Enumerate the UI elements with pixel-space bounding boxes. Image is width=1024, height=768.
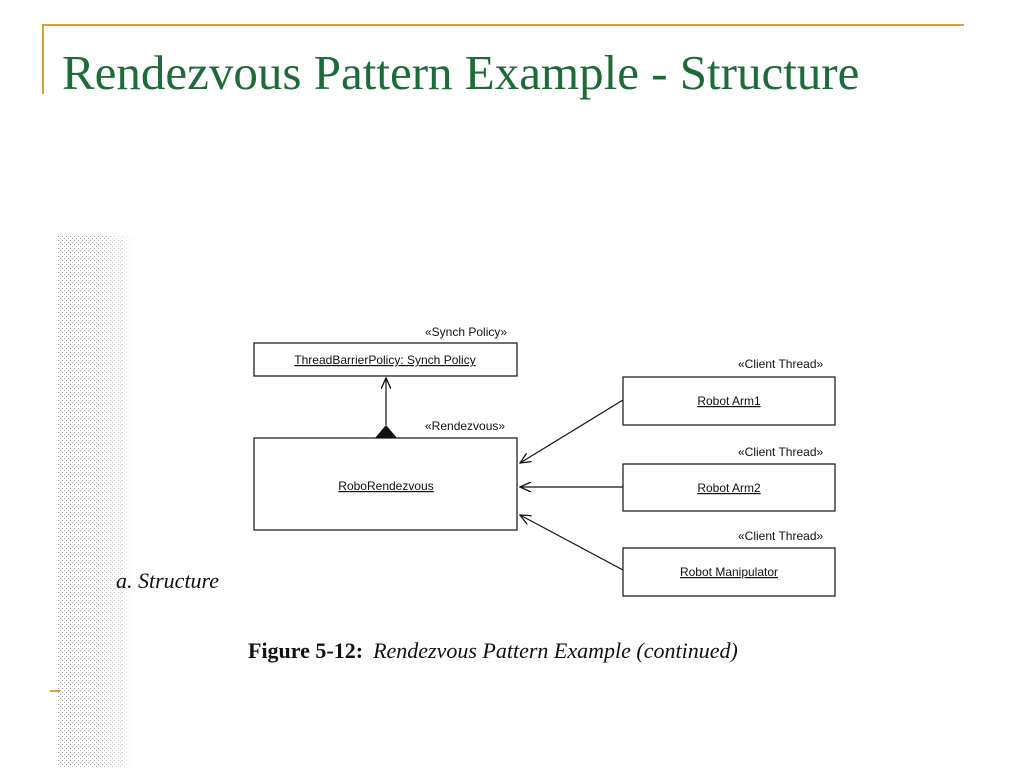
accent-line-top [42, 24, 964, 26]
diagram-sublabel: a. Structure [116, 568, 219, 593]
figure-caption-text: Rendezvous Pattern Example (continued) [372, 638, 738, 663]
rendezvous-stereotype: «Rendezvous» [425, 419, 505, 433]
client-1-stereotype: «Client Thread» [738, 357, 823, 371]
client-1-name: Robot Arm1 [697, 394, 761, 408]
policy-class-box [253, 342, 518, 377]
client-2-name: Robot Arm2 [697, 481, 761, 495]
figure-number: Figure 5-12: [248, 638, 363, 663]
accent-line-left [42, 24, 44, 94]
client-1-box [622, 376, 836, 426]
client-3-dependency [520, 515, 624, 571]
client-1-dependency [520, 399, 624, 463]
policy-stereotype: «Synch Policy» [425, 325, 507, 339]
figure-caption: Figure 5-12: Rendezvous Pattern Example … [248, 638, 738, 663]
rendezvous-class-name: RoboRendezvous [338, 479, 433, 493]
client-2-stereotype: «Client Thread» [738, 445, 823, 459]
policy-class-name: ThreadBarrierPolicy: Synch Policy [294, 353, 475, 367]
rendezvous-class-box [253, 437, 518, 531]
client-3-stereotype: «Client Thread» [738, 529, 823, 543]
scan-noise-strip [58, 236, 138, 768]
accent-line-bottom [50, 690, 60, 692]
slide-title: Rendezvous Pattern Example - Structure [62, 45, 860, 100]
client-3-box [622, 547, 836, 597]
client-3-name: Robot Manipulator [680, 565, 778, 579]
